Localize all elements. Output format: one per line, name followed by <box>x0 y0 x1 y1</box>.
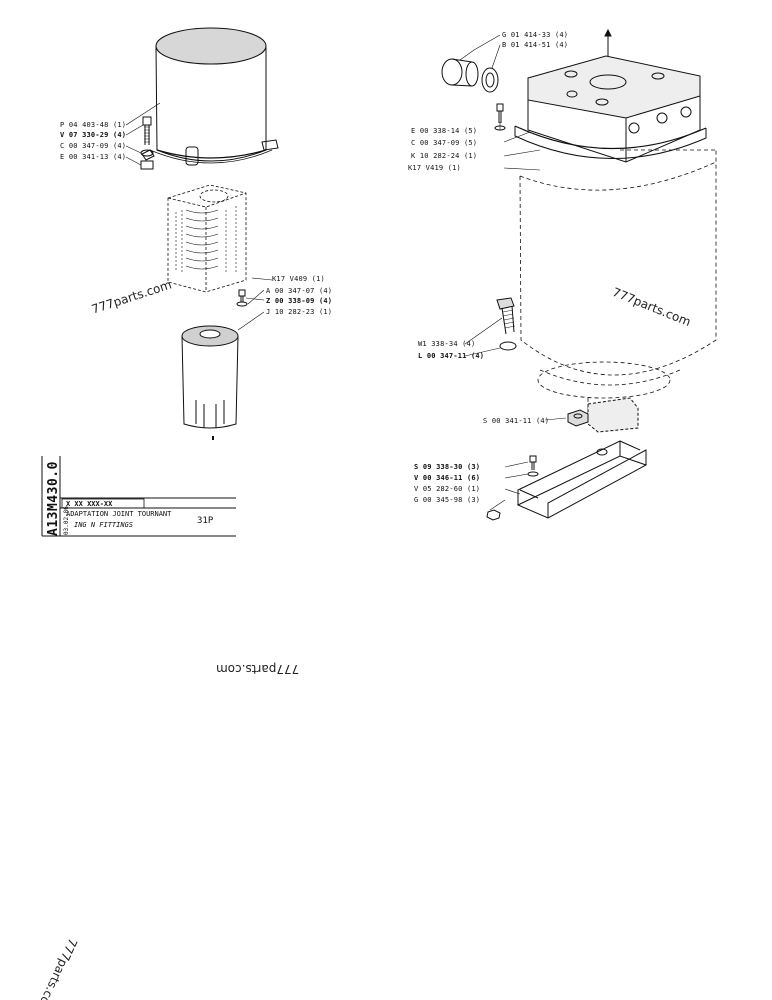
watermark: 777parts.com <box>216 662 300 676</box>
part-label: K17 V409 (1) <box>272 275 325 283</box>
block-screw <box>236 289 248 307</box>
reference-code: X XX XXX-XX <box>66 500 113 508</box>
part-label: K 10 282-24 (1) <box>411 152 478 160</box>
part-label: A 00 347-07 (4) <box>266 287 333 295</box>
part-label: S 00 341-11 (4) <box>483 417 550 425</box>
hex-nut <box>567 409 589 427</box>
left-leader-lines <box>125 102 273 331</box>
part-label: C 00 347-09 (4) <box>60 142 127 150</box>
part-label: P 04 403-48 (1) <box>60 121 127 129</box>
part-label: V 07 330-29 (4) <box>60 131 127 139</box>
part-label: Z 00 338-09 (4) <box>266 297 333 305</box>
pivot-block <box>587 397 639 433</box>
part-label: W1 338-34 (4) <box>418 340 476 348</box>
title-english: ING N FITTINGS <box>74 521 134 529</box>
part-label: J 10 282-23 (1) <box>266 308 333 316</box>
part-label: K17 V419 (1) <box>408 164 461 172</box>
drawing-number: A13M430.0 <box>46 461 61 536</box>
right-leader-lines <box>459 34 567 511</box>
mounting-bracket <box>516 440 648 519</box>
part-label: E 00 338-14 (5) <box>411 127 478 135</box>
dashed-cartridge-block <box>167 184 247 293</box>
cartridge-coils <box>175 206 237 274</box>
dashed-main-cylinder <box>519 149 717 420</box>
hose-fittings <box>441 58 499 93</box>
part-label: C 00 347-09 (5) <box>411 139 478 147</box>
coupling-sleeve <box>181 325 239 440</box>
cylinder-bolt <box>496 297 517 351</box>
part-label: V 05 282-60 (1) <box>414 485 481 493</box>
part-label: G 01 414-33 (4) <box>502 31 569 39</box>
page-number: 31P <box>197 516 214 526</box>
rotary-joint-housing <box>514 55 707 163</box>
part-label: G 00 345-98 (3) <box>414 496 481 504</box>
part-label: S 09 338-30 (3) <box>414 463 481 471</box>
title-block-frame <box>41 456 236 537</box>
part-label: V 00 346-11 (6) <box>414 474 481 482</box>
part-label: L 00 347-11 (4) <box>418 352 485 360</box>
part-label: B 01 414-51 (4) <box>502 41 569 49</box>
title-french: ADAPTATION JOINT TOURNANT <box>66 510 172 518</box>
cover-cylinder <box>141 27 279 166</box>
part-label: E 00 341-13 (4) <box>60 153 127 161</box>
